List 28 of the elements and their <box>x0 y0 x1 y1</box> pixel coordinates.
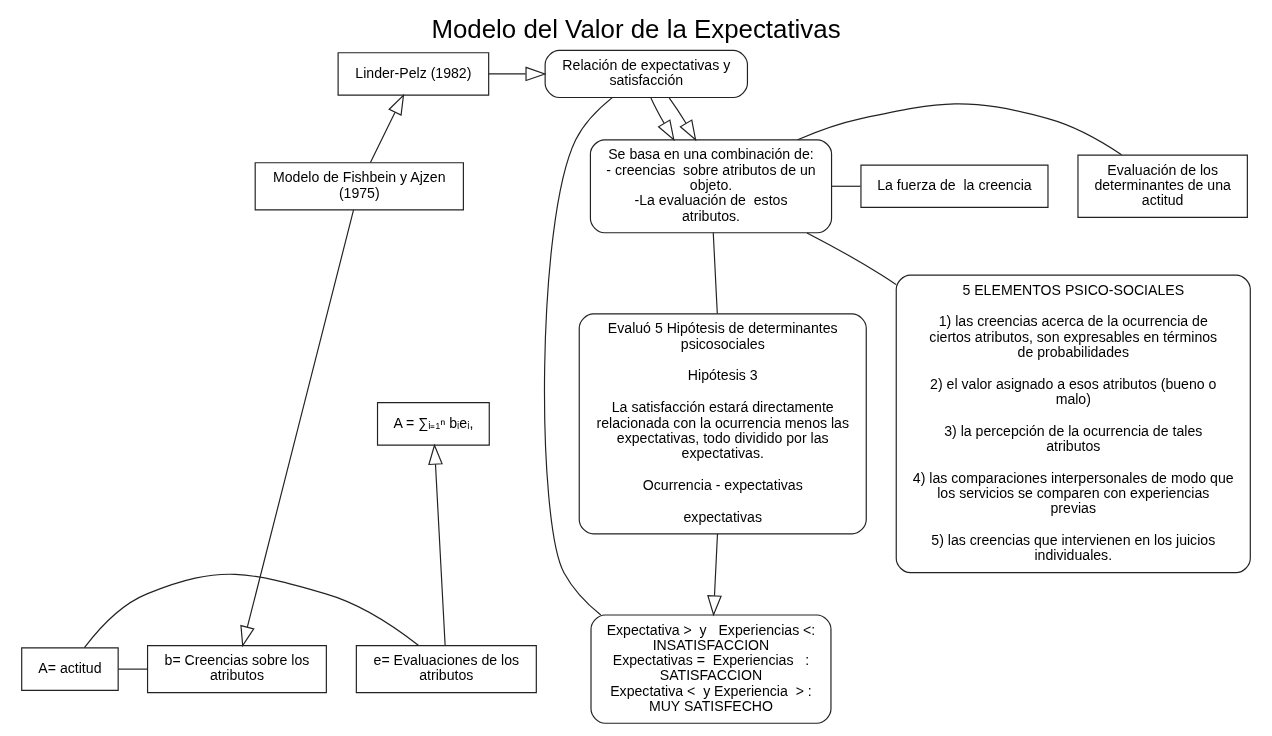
connector <box>712 232 718 315</box>
diagram-title: Modelo del Valor de la Expectativas <box>431 15 841 44</box>
arrow <box>428 443 446 647</box>
node-box: A = ∑ᵢ₌₁ⁿ bᵢeᵢ, <box>376 402 490 446</box>
arrow <box>488 66 547 82</box>
node-box: Linder-Pelz (1982) <box>337 52 490 96</box>
node-box: Se basa en una combinación de: - creencias sobre atributos de un objeto. -La evaluación de estos atributos. <box>589 139 833 234</box>
node-box: e= Evaluaciones de los atributos <box>355 645 537 694</box>
connector <box>797 103 1123 156</box>
node-box: Relación de expectativas y satisfacción <box>544 49 749 99</box>
node-box: Expectativa > y Experiencias <: INSATISFACCION Expectativas = Experiencias : SATISFACCION Expectativa < y Experiencia > : MUY SATISFECHO <box>590 614 832 724</box>
node-box: b= Creencias sobre los atributos <box>146 645 327 694</box>
connector <box>83 573 419 649</box>
node-box: Modelo de Fishbein y Ajzen (1975) <box>254 162 464 211</box>
connector <box>544 97 613 616</box>
connector <box>806 232 897 286</box>
connector <box>117 668 148 670</box>
node-box: A= actitud <box>21 647 119 691</box>
arrow <box>369 93 405 163</box>
arrow <box>668 97 697 142</box>
node-box: La fuerza de la creencia <box>860 164 1049 209</box>
node-box: 5 ELEMENTOS PSICO-SOCIALES 1) las creencias acerca de la ocurrencia de ciertos atributos, son expresables en términos de probabilidades 2) el valor asignado a esos atributos (bueno o malo) 3) la percepción de la ocurrencia de tales atributos 4) las comparaciones interpersonales de modo que los servicios se comparen con experiencias previas 5) las creencias que intervienen en los juicios individuales. <box>895 274 1251 574</box>
arrow <box>707 533 722 617</box>
node-box: Evaluó 5 Hipótesis de determinantes psicosociales Hipótesis 3 La satisfacción estará directamente relacionada con la ocurrencia menos las expectativas, todo dividido por las expectativas. Ocurrencia - expectativas expectativas <box>578 313 867 535</box>
arrow <box>240 209 355 648</box>
connector <box>831 185 862 187</box>
arrow <box>650 97 675 142</box>
node-box: Evaluación de los determinantes de una actitud <box>1077 154 1248 219</box>
